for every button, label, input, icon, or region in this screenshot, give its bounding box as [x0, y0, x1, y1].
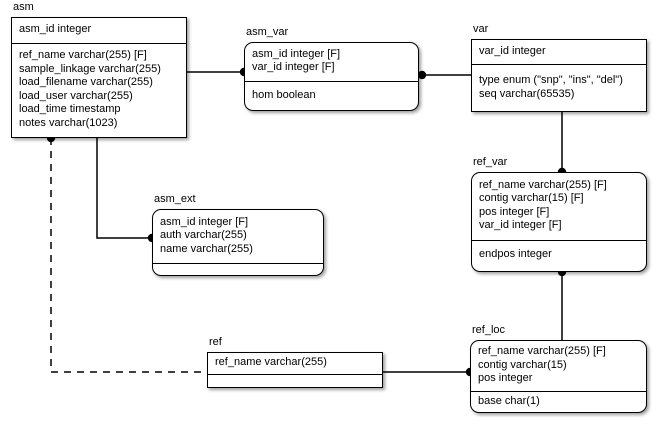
entity-var[interactable]: var var_id integer type enum ("snp", "ins"… [471, 23, 647, 112]
attribute-row: auth varchar(255) [160, 229, 247, 242]
attribute-row: ref_name varchar(255) [215, 356, 327, 368]
attribute-row: name varchar(255) [160, 242, 253, 255]
compartment-ref_var-0: ref_name varchar(255) [F]contig varchar(… [472, 173, 646, 240]
compartment-var-1: type enum ("snp", "ins", "del")seq varch… [472, 64, 646, 111]
connector-endpoint-dot [417, 70, 427, 80]
compartment-ref-1 [208, 373, 382, 387]
attribute-row: ref_name varchar(255) [F] [479, 178, 607, 191]
entity-asm_var[interactable]: asm_var asm_id integer [F]var_id integer … [244, 26, 419, 111]
attribute-row: var_id integer [F] [479, 219, 562, 232]
compartment-ref_loc-0: ref_name varchar(255) [F]contig varchar(… [471, 341, 646, 391]
compartment-ref-0: ref_name varchar(255) [208, 353, 382, 374]
entity-box-asm_ext: asm_id integer [F]auth varchar(255)name … [152, 209, 324, 276]
compartment-asm_var-0: asm_id integer [F]var_id integer [F] [245, 43, 418, 81]
attribute-row: load_time timestamp [19, 103, 121, 116]
compartment-ref_loc-1: base char(1) [471, 391, 646, 412]
compartment-asm-1: ref_name varchar(255) [F]sample_linkage … [12, 42, 186, 137]
compartment-asm_ext-1 [153, 263, 323, 275]
compartment-asm_ext-0: asm_id integer [F]auth varchar(255)name … [153, 210, 323, 263]
entity-ref_var[interactable]: ref_var ref_name varchar(255) [F]contig v… [471, 156, 647, 272]
attribute-row: endpos integer [479, 248, 552, 261]
attribute-row: pos integer [478, 372, 533, 385]
compartment-var-0: var_id integer [472, 40, 646, 64]
attribute-row: load_user varchar(255) [19, 89, 133, 102]
attribute-row: var_id integer [F] [252, 61, 335, 74]
entity-box-asm_var: asm_id integer [F]var_id integer [F] hom … [244, 42, 419, 111]
attribute-row: asm_id integer [19, 23, 92, 36]
attribute-row: notes varchar(1023) [19, 117, 118, 130]
attribute-row: asm_id integer [F] [252, 47, 341, 60]
attribute-row: type enum ("snp", "ins", "del") [479, 74, 623, 87]
entity-box-ref_loc: ref_name varchar(255) [F]contig varchar(… [470, 340, 647, 413]
attribute-row: pos integer [F] [479, 205, 550, 218]
attribute-row: contig varchar(15) [F] [479, 192, 584, 205]
attribute-row: load_filename varchar(255) [19, 76, 153, 89]
attribute-row: sample_linkage varchar(255) [19, 62, 161, 75]
entity-ref_loc[interactable]: ref_loc ref_name varchar(255) [F]contig v… [470, 324, 647, 413]
attribute-row: ref_name varchar(255) [F] [19, 49, 147, 62]
compartment-asm-0: asm_id integer [12, 18, 186, 43]
entity-name-asm_var: asm_var [246, 26, 289, 38]
attribute-row: seq varchar(65535) [479, 87, 575, 100]
entity-name-ref: ref [209, 336, 222, 348]
attribute-row: var_id integer [479, 44, 546, 57]
entity-asm_ext[interactable]: asm_ext asm_id integer [F]auth varchar(25… [152, 193, 324, 276]
entity-box-asm: asm_id integer ref_name varchar(255) [F]s… [11, 17, 187, 138]
entity-name-var: var [473, 23, 489, 35]
entity-asm[interactable]: asm asm_id integer ref_name varchar(255) [… [11, 1, 187, 138]
attribute-row: hom boolean [252, 88, 316, 101]
entity-name-asm: asm [13, 1, 34, 13]
entity-box-ref_var: ref_name varchar(255) [F]contig varchar(… [471, 172, 647, 272]
compartment-asm_var-1: hom boolean [245, 80, 418, 110]
entity-box-ref: ref_name varchar(255) [207, 352, 383, 388]
entity-name-ref_loc: ref_loc [472, 324, 506, 336]
entity-box-var: var_id integer type enum ("snp", "ins", "… [471, 39, 647, 112]
entity-name-asm_ext: asm_ext [154, 193, 196, 205]
connector-asm-to-asm_ext [96, 138, 152, 239]
entity-name-ref_var: ref_var [473, 156, 508, 168]
entity-ref[interactable]: ref ref_name varchar(255) [207, 336, 383, 388]
attribute-row: asm_id integer [F] [160, 215, 249, 228]
attribute-row: ref_name varchar(255) [F] [478, 345, 606, 358]
compartment-ref_var-1: endpos integer [472, 239, 646, 271]
attribute-row: base char(1) [478, 394, 540, 407]
attribute-row: contig varchar(15) [478, 358, 567, 371]
